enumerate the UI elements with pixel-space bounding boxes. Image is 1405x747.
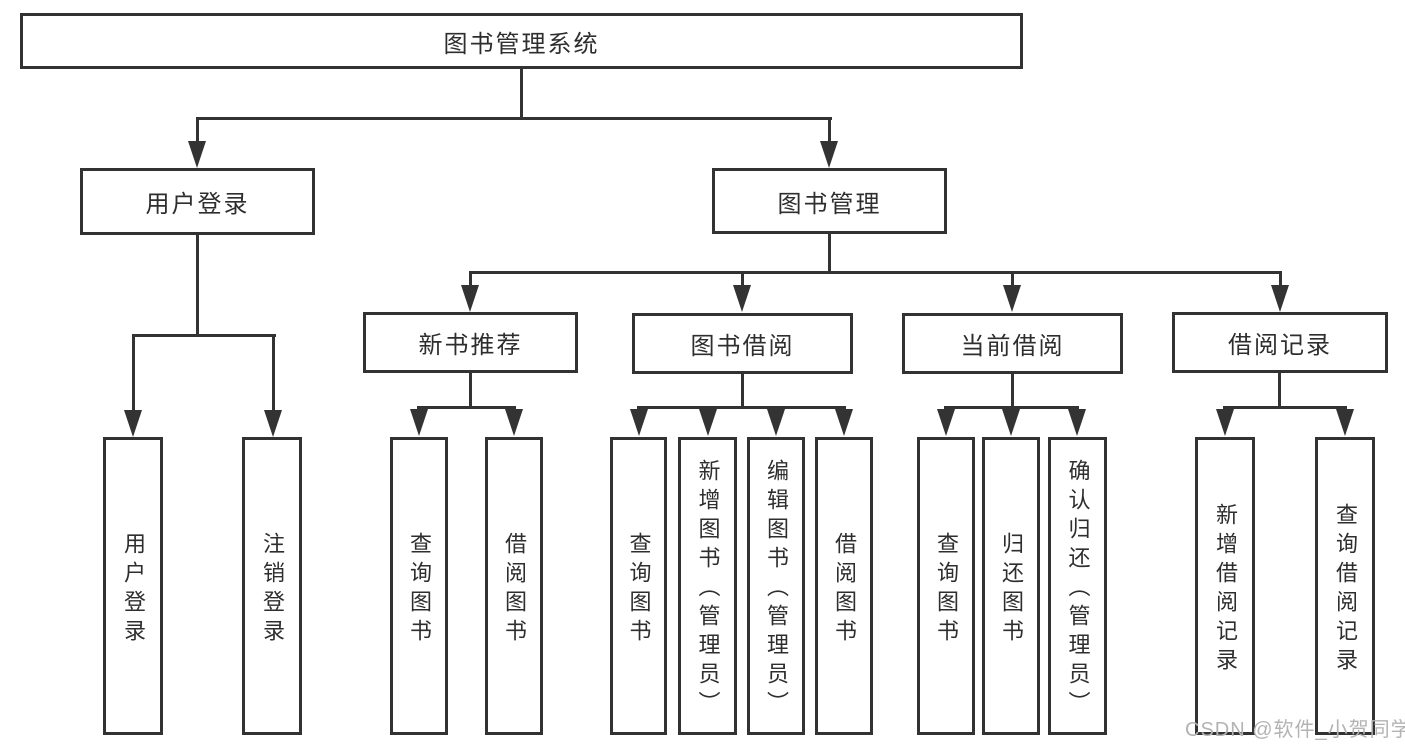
arrow-down-icon	[1216, 409, 1234, 436]
arrow-down-icon	[1271, 285, 1289, 312]
connector-line	[741, 374, 744, 409]
connector-line	[520, 69, 523, 119]
node-root: 图书管理系统	[20, 13, 1023, 69]
arrow-down-icon	[835, 409, 853, 436]
connector-line	[469, 373, 472, 409]
leaf-user-login-label: 用户登录	[121, 531, 146, 648]
leaf-add-borrow-record-label: 新增借阅记录	[1213, 502, 1238, 677]
leaf-query-books-3-label: 查询图书	[934, 531, 959, 648]
node-borrow-records: 借阅记录	[1172, 312, 1388, 373]
connector-line	[132, 334, 135, 412]
node-current-borrow: 当前借阅	[902, 313, 1123, 374]
leaf-query-borrow-record-label: 查询借阅记录	[1333, 502, 1358, 677]
connector-line	[1223, 406, 1347, 409]
arrow-down-icon	[767, 409, 785, 436]
leaf-add-book-admin: 新增图书（管理员）	[678, 437, 737, 735]
node-current-borrow-label: 当前借阅	[960, 333, 1065, 360]
connector-line	[828, 234, 831, 274]
connector-line	[469, 271, 472, 288]
arrow-down-icon	[1002, 409, 1020, 436]
node-book-management-label: 图书管理	[777, 190, 882, 218]
leaf-add-borrow-record: 新增借阅记录	[1195, 437, 1255, 735]
leaf-query-books-1: 查询图书	[390, 437, 448, 735]
leaf-return-book: 归还图书	[982, 437, 1040, 735]
connector-line	[944, 406, 1079, 409]
leaf-borrow-books-2: 借阅图书	[815, 437, 873, 735]
arrow-down-icon	[699, 409, 717, 436]
connector-line	[1011, 374, 1014, 409]
connector-line	[196, 117, 199, 145]
leaf-edit-book-admin: 编辑图书（管理员）	[747, 437, 805, 735]
leaf-logout: 注销登录	[242, 437, 302, 735]
leaf-return-book-label: 归还图书	[999, 531, 1024, 648]
arrow-down-icon	[410, 409, 428, 436]
leaf-user-login: 用户登录	[103, 437, 163, 735]
arrow-down-icon	[461, 285, 479, 312]
connector-line	[1278, 373, 1281, 409]
leaf-confirm-return-admin-label: 确认归还（管理员）	[1065, 459, 1091, 720]
leaf-add-book-admin-label: 新增图书（管理员）	[695, 459, 721, 720]
node-new-book-recommend: 新书推荐	[363, 312, 578, 373]
arrow-down-icon	[505, 409, 523, 436]
watermark: CSDN @软件_小贺同学	[1185, 719, 1405, 741]
leaf-borrow-books-1: 借阅图书	[485, 437, 543, 735]
connector-line	[637, 406, 846, 409]
arrow-down-icon	[1003, 285, 1021, 312]
arrow-down-icon	[1336, 409, 1354, 436]
arrow-down-icon	[124, 410, 142, 437]
node-book-borrow: 图书借阅	[632, 313, 853, 374]
arrow-down-icon	[188, 141, 206, 168]
arrow-down-icon	[733, 285, 751, 312]
connector-line	[1011, 271, 1014, 288]
arrow-down-icon	[264, 410, 282, 437]
leaf-query-books-2-label: 查询图书	[626, 531, 652, 648]
node-book-borrow-label: 图书借阅	[690, 333, 795, 360]
node-user-login: 用户登录	[80, 168, 315, 235]
arrow-down-icon	[937, 409, 955, 436]
connector-line	[417, 406, 516, 409]
leaf-borrow-books-1-label: 借阅图书	[502, 531, 527, 648]
connector-line	[741, 271, 744, 288]
leaf-edit-book-admin-label: 编辑图书（管理员）	[764, 459, 789, 720]
connector-line	[469, 271, 1281, 274]
connector-line	[132, 334, 276, 337]
leaf-borrow-books-2-label: 借阅图书	[832, 531, 857, 648]
connector-line	[272, 334, 275, 412]
leaf-query-books-2: 查询图书	[610, 437, 667, 735]
connector-line	[1279, 271, 1282, 288]
node-user-login-label: 用户登录	[145, 191, 250, 218]
connector-line	[196, 235, 199, 337]
node-book-management: 图书管理	[712, 168, 947, 234]
arrow-down-icon	[630, 409, 648, 436]
leaf-query-borrow-record: 查询借阅记录	[1315, 437, 1375, 735]
leaf-logout-label: 注销登录	[260, 531, 285, 648]
node-borrow-records-label: 借阅记录	[1228, 332, 1332, 359]
connector-line	[828, 117, 831, 145]
arrow-down-icon	[820, 141, 838, 168]
arrow-down-icon	[1068, 409, 1086, 436]
connector-line	[196, 117, 832, 120]
leaf-confirm-return-admin: 确认归还（管理员）	[1048, 437, 1107, 735]
leaf-query-books-1-label: 查询图书	[407, 531, 432, 648]
node-root-label: 图书管理系统	[443, 30, 600, 58]
node-new-book-recommend-label: 新书推荐	[418, 332, 523, 359]
leaf-query-books-3: 查询图书	[917, 437, 975, 735]
